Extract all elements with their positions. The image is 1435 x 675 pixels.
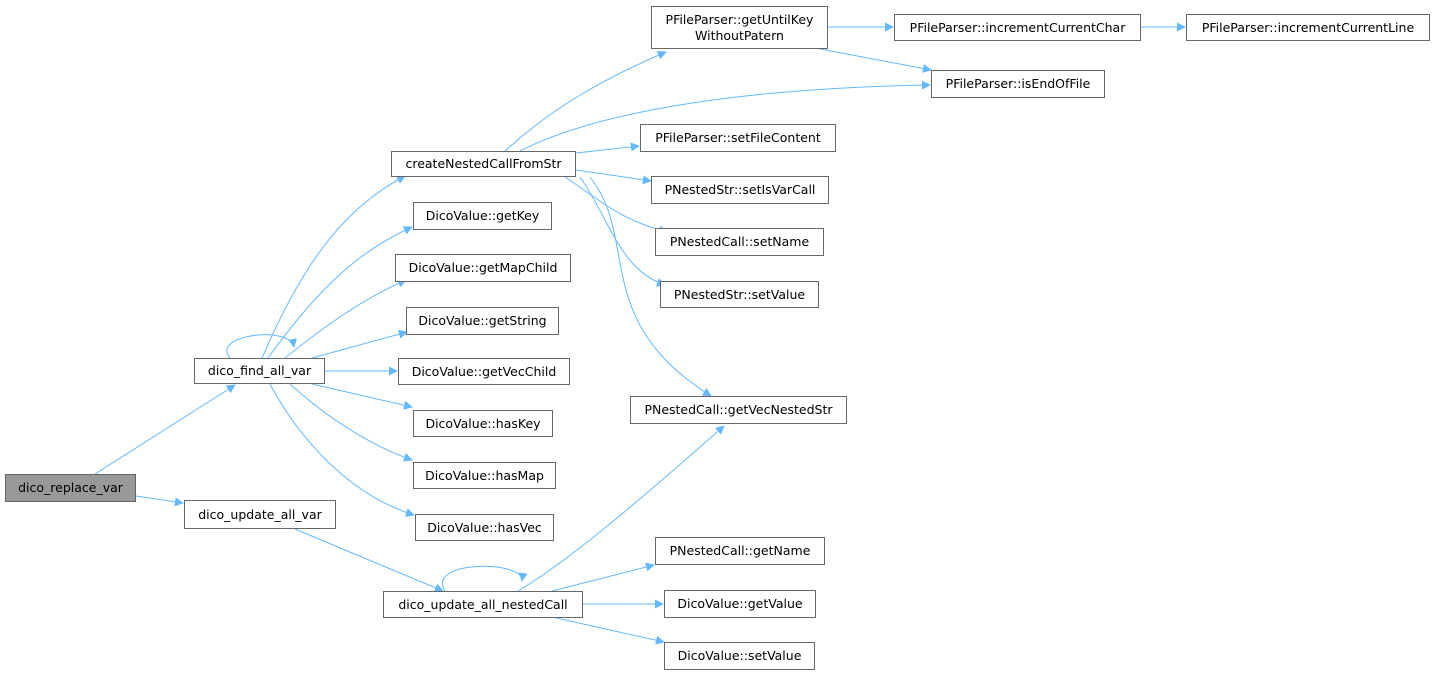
edge-find-to-hasvec bbox=[269, 383, 415, 517]
edge-create-to-isendoffile bbox=[519, 80, 931, 152]
node-pnestedcall-setname[interactable]: PNestedCall::setName bbox=[655, 228, 824, 256]
edge-create-to-setisvarcall bbox=[575, 169, 652, 185]
edge-create-to-setname bbox=[564, 176, 668, 235]
edge-find-to-create bbox=[261, 175, 406, 359]
node-pfileparser-isendoffile[interactable]: PFileParser::isEndOfFile bbox=[931, 70, 1105, 98]
node-dicovalue-getkey[interactable]: DicoValue::getKey bbox=[413, 202, 552, 230]
node-pfileparser-incrementcurrentchar[interactable]: PFileParser::incrementCurrentChar bbox=[894, 14, 1141, 41]
node-dicovalue-getvalue[interactable]: DicoValue::getValue bbox=[664, 590, 816, 618]
edge-getuntilkey-to-isendoffile bbox=[809, 46, 932, 73]
node-dicovalue-hasmap[interactable]: DicoValue::hasMap bbox=[413, 462, 556, 489]
edge-replace-to-find bbox=[94, 384, 236, 475]
node-pfileparser-setfilecontent[interactable]: PFileParser::setFileContent bbox=[640, 124, 836, 152]
edge-find-to-hasmap bbox=[289, 383, 413, 462]
edge-create-to-getvecnestedstr bbox=[589, 176, 712, 397]
node-pnestedstr-setisvarcall[interactable]: PNestedStr::setIsVarCall bbox=[651, 176, 829, 204]
edge-find-self-loop bbox=[226, 334, 297, 359]
node-dicovalue-getstring[interactable]: DicoValue::getString bbox=[406, 307, 559, 335]
edge-updatevar-to-nested bbox=[294, 528, 444, 593]
edge-nested-to-getvecnestedstr bbox=[517, 425, 725, 592]
node-dicovalue-hasvec[interactable]: DicoValue::hasVec bbox=[415, 514, 554, 541]
edge-find-to-getmapchild bbox=[284, 279, 407, 359]
node-pfileparser-getuntilkey[interactable]: PFileParser::getUntilKey WithoutPatern bbox=[651, 6, 828, 49]
node-dicovalue-setvalue[interactable]: DicoValue::setValue bbox=[664, 642, 815, 670]
node-pnestedstr-setvalue[interactable]: PNestedStr::setValue bbox=[660, 281, 819, 308]
node-pnestedcall-getvecnestedstr[interactable]: PNestedCall::getVecNestedStr bbox=[630, 396, 847, 424]
edge-create-to-getuntilkey bbox=[504, 51, 667, 152]
node-create-nested-call-from-str[interactable]: createNestedCallFromStr bbox=[391, 151, 576, 177]
node-dico-update-all-nested-call[interactable]: dico_update_all_nestedCall bbox=[383, 591, 583, 618]
node-pnestedcall-getname[interactable]: PNestedCall::getName bbox=[655, 537, 825, 565]
node-dicovalue-getmapchild[interactable]: DicoValue::getMapChild bbox=[395, 254, 571, 282]
node-dico-update-all-var[interactable]: dico_update_all_var bbox=[184, 500, 336, 529]
edge-nested-self-loop bbox=[441, 565, 528, 592]
node-dico-replace-var: dico_replace_var bbox=[5, 474, 136, 502]
edge-replace-to-update-var bbox=[135, 495, 184, 507]
edge-create-to-setfilecontent bbox=[575, 142, 640, 154]
edge-create-to-setvalue bbox=[579, 176, 666, 287]
edge-find-to-getkey bbox=[267, 226, 413, 359]
node-dicovalue-haskey[interactable]: DicoValue::hasKey bbox=[413, 410, 553, 437]
node-pfileparser-incrementcurrentline[interactable]: PFileParser::incrementCurrentLine bbox=[1186, 14, 1430, 41]
edge-find-to-getstring bbox=[311, 329, 408, 359]
edge-nested-to-getname bbox=[551, 562, 655, 592]
edge-nested-to-setvalue bbox=[551, 616, 665, 645]
edge-find-to-haskey bbox=[311, 383, 413, 410]
node-dico-find-all-var[interactable]: dico_find_all_var bbox=[194, 358, 325, 384]
node-dicovalue-getvecchild[interactable]: DicoValue::getVecChild bbox=[398, 358, 570, 385]
